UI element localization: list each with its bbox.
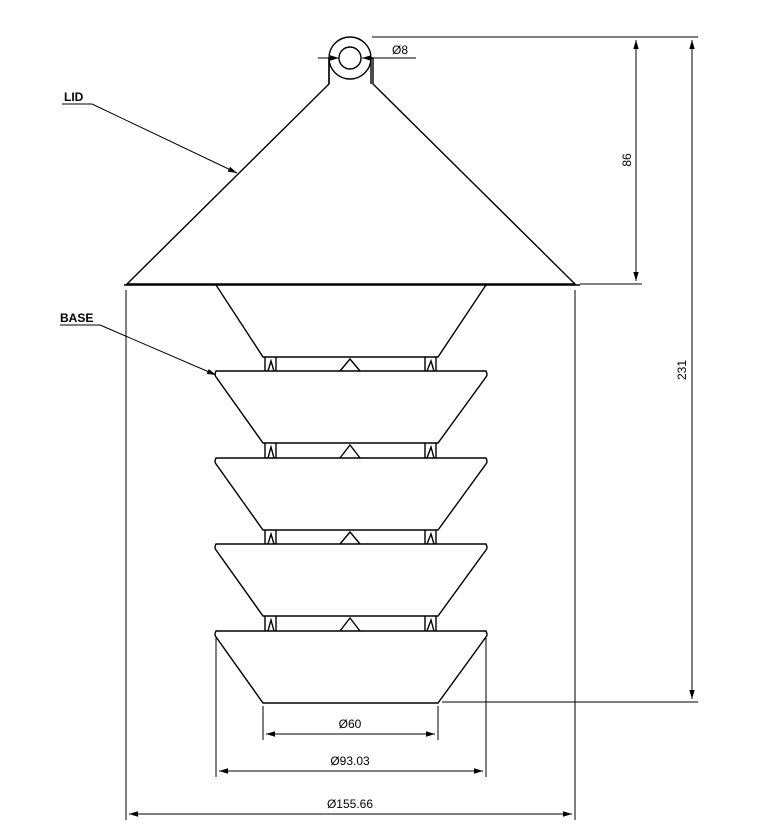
- hanging-eye-neck: [328, 58, 372, 84]
- lid-cone: [125, 57, 577, 285]
- base-diameter-text: Ø93.03: [330, 754, 370, 768]
- total-height-text: 231: [675, 360, 689, 380]
- base-label: BASE: [60, 311, 93, 325]
- base-tier: [214, 457, 488, 531]
- lid-diameter-text: Ø155.66: [327, 797, 373, 811]
- base-diameter-dimension: Ø93.03: [215, 638, 487, 777]
- eye-diameter-dimension: Ø8: [318, 43, 416, 61]
- base-tiers: [214, 284, 488, 704]
- tier-connector: [264, 616, 437, 632]
- lid-assembly: [124, 36, 580, 286]
- lid-label: LID: [64, 90, 84, 104]
- tier-connector: [264, 443, 437, 459]
- base-tier: [214, 370, 488, 444]
- lid-height-text: 86: [620, 153, 634, 167]
- inner-diameter-text: Ø60: [339, 717, 362, 731]
- lid-diameter-dimension: Ø155.66: [125, 290, 576, 820]
- tier-connector: [264, 357, 437, 372]
- base-leader: BASE: [60, 311, 217, 376]
- lid-leader: LID: [62, 90, 238, 174]
- base-tier: [214, 284, 488, 358]
- eye-diameter-text: Ø8: [392, 43, 408, 57]
- total-height-dimension: 231: [442, 36, 698, 703]
- lid-height-dimension: 86: [372, 36, 642, 285]
- inner-diameter-dimension: Ø60: [262, 706, 439, 740]
- tier-connector: [264, 530, 437, 545]
- base-tier: [214, 630, 488, 704]
- base-tier: [214, 543, 488, 617]
